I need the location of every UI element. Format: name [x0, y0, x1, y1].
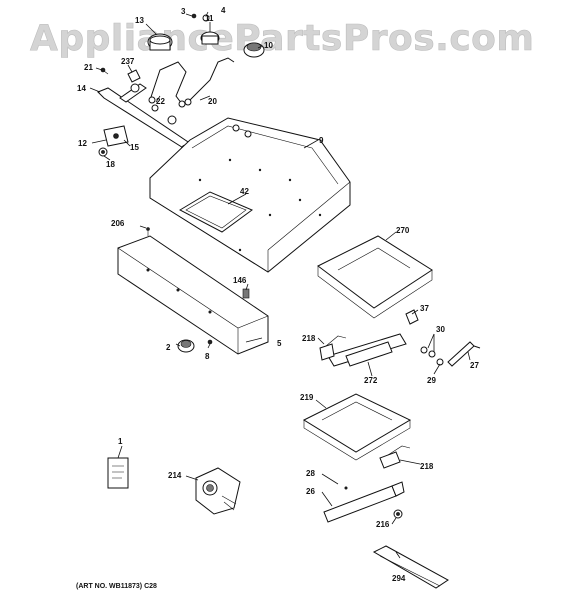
oven-bottom-panel — [149, 117, 351, 273]
literature-booklet — [107, 457, 129, 489]
callout-218-bake: 218 — [302, 334, 316, 343]
callout-270: 270 — [396, 226, 410, 235]
callout-214: 214 — [168, 471, 182, 480]
broil-burner-assembly — [323, 445, 411, 523]
callout-27: 27 — [470, 361, 479, 370]
callout-42: 42 — [240, 187, 249, 196]
callout-20: 20 — [208, 97, 217, 106]
callout-30: 30 — [436, 325, 445, 334]
callout-8: 8 — [205, 352, 210, 361]
callout-12: 12 — [78, 139, 87, 148]
callout-237: 237 — [121, 57, 135, 66]
callout-219: 219 — [300, 393, 314, 402]
callout-21: 21 — [84, 63, 93, 72]
callout-13: 13 — [135, 16, 144, 25]
callout-29: 29 — [427, 376, 436, 385]
broil-baffle-219 — [302, 393, 412, 461]
callout-11: 11 — [205, 14, 214, 23]
callout-26: 26 — [306, 487, 315, 496]
callout-37: 37 — [420, 304, 429, 313]
callout-28: 28 — [306, 469, 315, 478]
callout-3: 3 — [181, 7, 186, 16]
bake-burner-assembly — [319, 309, 481, 367]
callout-9: 9 — [319, 136, 324, 145]
callout-22: 22 — [156, 97, 165, 106]
bracket-294 — [372, 545, 449, 589]
callout-272: 272 — [364, 376, 378, 385]
callout-10: 10 — [264, 41, 273, 50]
callout-146: 146 — [233, 276, 247, 285]
callout-15: 15 — [130, 143, 139, 152]
callout-18: 18 — [106, 160, 115, 169]
callout-14: 14 — [77, 84, 86, 93]
callout-2: 2 — [166, 343, 171, 352]
art-number-caption: (ART NO. WB11873) C28 — [76, 583, 157, 590]
callout-1: 1 — [118, 437, 123, 446]
baffle-270 — [317, 235, 433, 319]
callout-216: 216 — [376, 520, 390, 529]
callout-5: 5 — [277, 339, 282, 348]
pressure-regulator — [195, 467, 241, 515]
callout-206: 206 — [111, 219, 125, 228]
watermark-text: AppliancePartsPros.com — [30, 18, 534, 59]
callout-4: 4 — [221, 6, 226, 15]
callout-labels: 3 4 13 11 10 237 21 14 22 20 12 15 18 9 … — [77, 6, 479, 583]
callout-294: 294 — [392, 574, 406, 583]
leader-lines — [89, 11, 471, 559]
callout-218-broil: 218 — [420, 462, 434, 471]
